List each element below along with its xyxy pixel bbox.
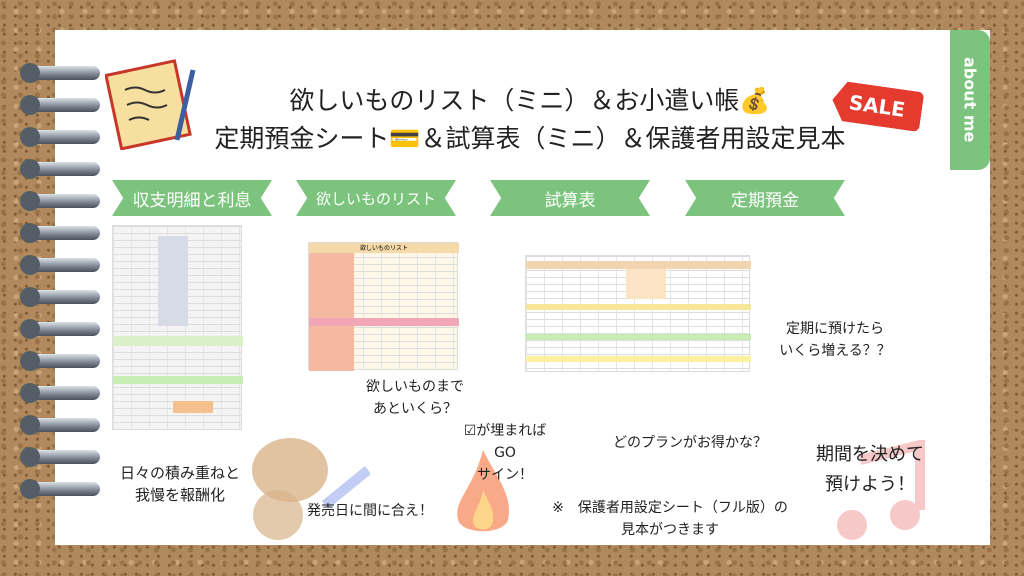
- title-line-1: 欲しいものリスト（ミニ）＆お小遣い帳💰: [289, 86, 771, 115]
- ring: [20, 287, 100, 307]
- ribbon-fixed-deposit: 定期預金: [685, 180, 845, 216]
- ring: [20, 95, 100, 115]
- ring: [20, 479, 100, 499]
- trial-balance-sheet-thumbnail: [525, 255, 751, 372]
- ribbon-wishlist: 欲しいものリスト: [296, 180, 456, 216]
- wishlist-sheet-thumbnail: 欲しいものリスト: [308, 242, 459, 371]
- note-how-much-left: 欲しいものまで あといくら？: [366, 379, 464, 417]
- ring: [20, 351, 100, 371]
- ring: [20, 63, 100, 83]
- ring: [20, 447, 100, 467]
- fire-icon: [457, 450, 509, 532]
- ledger-sheet-thumbnail: [112, 225, 243, 430]
- note-which-plan: どのプランがお得かな？: [613, 435, 767, 451]
- about-me-label: about me: [960, 57, 980, 143]
- ring: [20, 415, 100, 435]
- note-set-period: 期間を決めて 預けよう！: [816, 444, 924, 495]
- title-line-2: 定期預金シート💳＆試算表（ミニ）＆保護者用設定見本: [214, 124, 846, 153]
- ring: [20, 255, 100, 275]
- note-release-date: 発売日に間に合え！: [307, 503, 433, 519]
- ribbon-trial-balance: 試算表: [490, 180, 650, 216]
- notepad-icon: [105, 59, 196, 150]
- dog-with-sword-illustration: [252, 438, 370, 540]
- wishlist-sheet-title: 欲しいものリスト: [309, 243, 459, 253]
- note-parent-settings-sample: ※ 保護者用設定シート（フル版）の 見本がつきます: [552, 500, 788, 538]
- ring: [20, 383, 100, 403]
- ring: [20, 127, 100, 147]
- ring: [20, 191, 100, 211]
- ribbon-income-interest: 収支明細と利息: [112, 180, 272, 216]
- music-note-icon: [837, 440, 925, 540]
- ring: [20, 159, 100, 179]
- about-me-tab[interactable]: about me: [950, 30, 990, 170]
- note-deposit-growth: 定期に預けたら いくら増える？？: [779, 321, 891, 359]
- note-check-go-sign: ☑が埋まれば GO サイン！: [463, 423, 547, 483]
- note-daily-effort: 日々の積み重ねと 我慢を報酬化: [119, 464, 240, 504]
- ring: [20, 223, 100, 243]
- ring: [20, 319, 100, 339]
